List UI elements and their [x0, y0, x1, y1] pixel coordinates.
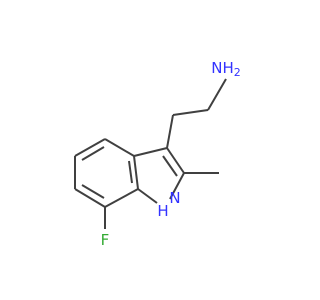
bonds: [74, 78, 227, 229]
atom-labels: NH2 N H F: [101, 59, 241, 249]
bond-ch2-c3: [166, 114, 174, 149]
bond-c7a-c3a-inner: [128, 160, 133, 184]
bond-c3-c2: [166, 147, 185, 174]
bond-c3a-c4: [104, 138, 135, 157]
bond-c3a-c3: [133, 147, 168, 157]
bond-c6-c7-double: [81, 184, 105, 199]
bond-c7a-c3a: [133, 155, 139, 190]
bond-n1-c7a: [137, 188, 158, 204]
bond-ch2-ch2: [172, 109, 209, 116]
bond-c6-c7: [74, 188, 106, 208]
molecule-structure: NH2 N H F: [74, 59, 241, 249]
bond-amine-ch2: [207, 78, 227, 111]
ring-h-label: H: [157, 202, 168, 220]
bond-c7-c7a: [104, 188, 139, 208]
bond-c3-c2-double: [162, 155, 178, 177]
fluorine-label: F: [101, 231, 110, 249]
amine-h-subscript: 2: [234, 66, 241, 79]
amine-n-symbol: N: [211, 59, 222, 77]
ring-n-label: N: [169, 189, 180, 207]
amine-nh2-label: NH2: [211, 59, 241, 79]
bond-c4-c5-double: [81, 146, 105, 161]
bond-c2-n1: [169, 172, 185, 200]
amine-h-symbol: H: [222, 59, 233, 77]
bond-c4-c5: [74, 138, 106, 157]
